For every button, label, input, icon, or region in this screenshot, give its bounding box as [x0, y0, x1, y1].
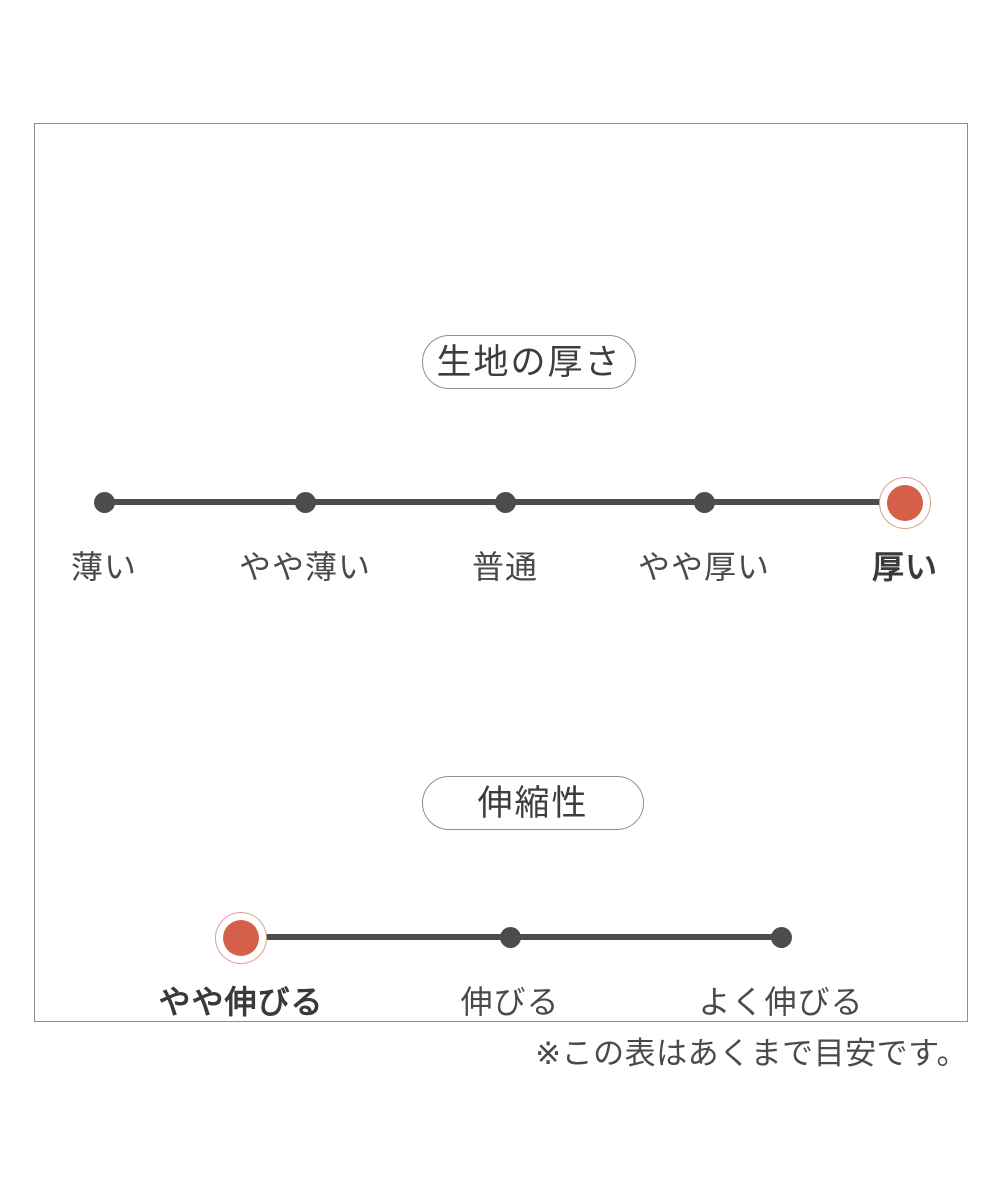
scale-node[interactable]: [693, 492, 715, 513]
scale-node-selected[interactable]: [223, 920, 259, 956]
scale-tick-label: 伸びる: [460, 984, 560, 1020]
chart-frame: 生地の厚さ 薄い やや薄い 普通 やや厚い 厚い 伸縮性 やや伸びる 伸びる よく伸びる: [34, 123, 968, 1022]
scale-tick-label: やや伸びる: [158, 984, 324, 1020]
scale-tick-label: やや薄い: [238, 549, 372, 585]
footnote-disclaimer: ※この表はあくまで目安です。: [535, 1036, 968, 1071]
scale-node[interactable]: [499, 927, 521, 948]
scale-tick-label: よく伸びる: [698, 984, 864, 1020]
scale-stretch: やや伸びる 伸びる よく伸びる: [35, 914, 967, 1044]
scale-node[interactable]: [770, 927, 792, 948]
badge-stretch: 伸縮性: [422, 776, 644, 830]
scale-tick-label: 厚い: [871, 549, 939, 585]
scale-node-selected[interactable]: [887, 485, 923, 521]
scale-node[interactable]: [93, 492, 115, 513]
scale-node[interactable]: [494, 492, 516, 513]
scale-tick-label: 薄い: [70, 549, 138, 585]
badge-fabric-thickness: 生地の厚さ: [422, 335, 636, 389]
scale-tick-label: 普通: [471, 549, 539, 585]
scale-node[interactable]: [294, 492, 316, 513]
scale-tick-label: やや厚い: [637, 549, 771, 585]
scale-fabric-thickness: 薄い やや薄い 普通 やや厚い 厚い: [35, 479, 967, 609]
